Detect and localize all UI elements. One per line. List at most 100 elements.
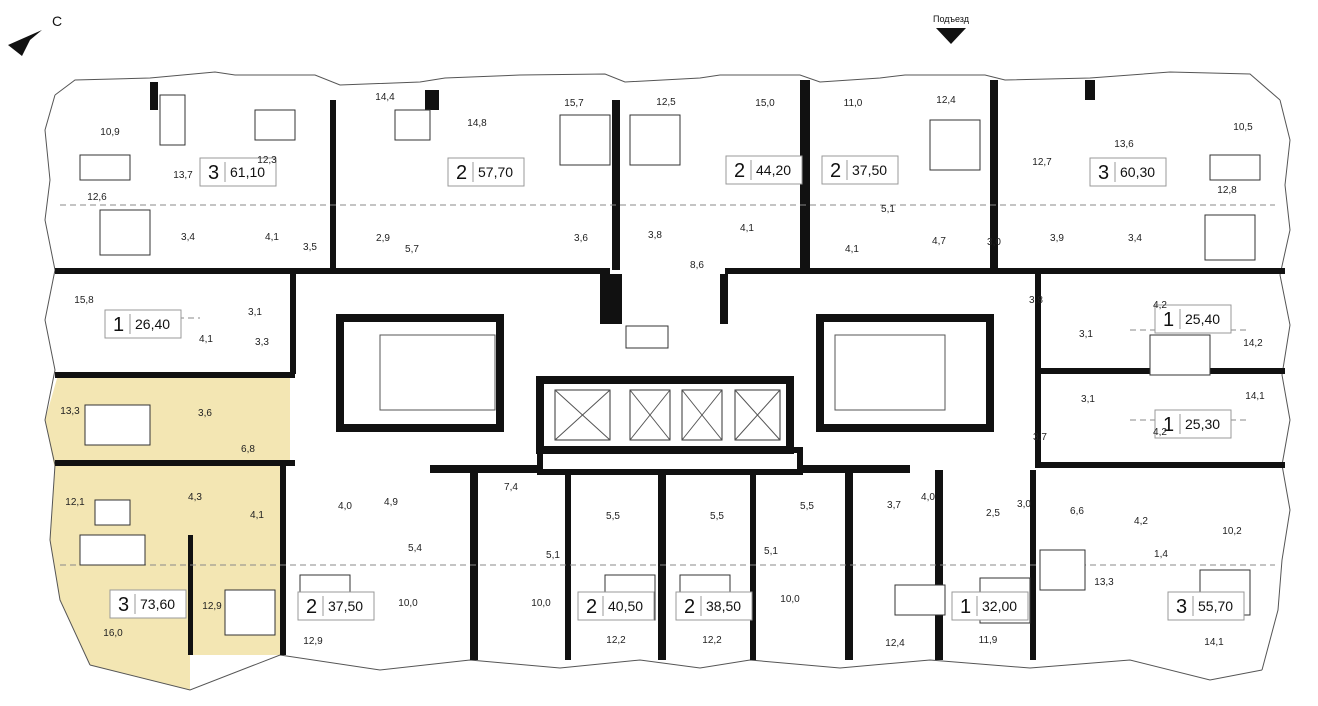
room-area-label: 10,0 [531, 598, 551, 609]
apartment-rooms: 2 [456, 162, 467, 184]
room-area-label: 4,0 [338, 501, 352, 512]
room-area-label: 5,1 [764, 546, 778, 557]
room-area-label: 6,6 [1070, 506, 1084, 517]
apartment-area: 55,70 [1198, 598, 1233, 614]
compass: С [8, 13, 62, 56]
room-area-label: 14,1 [1204, 637, 1224, 648]
room-area-label: 3,4 [1128, 233, 1142, 244]
room-area-label: 13,6 [1114, 139, 1134, 150]
room-area-label: 10,0 [780, 594, 800, 605]
room-area-label: 2,5 [986, 508, 1000, 519]
room-area-label: 3,5 [303, 242, 317, 253]
apartment-rooms: 1 [1163, 309, 1174, 331]
apartment-area: 44,20 [756, 162, 791, 178]
room-area-label: 10,2 [1222, 526, 1242, 537]
room-area-label: 3,0 [1017, 499, 1031, 510]
apartment-badge-box [675, 591, 753, 621]
room-area-label: 12,9 [202, 601, 222, 612]
room-area-label: 11,0 [844, 98, 863, 109]
apartment-area: 60,30 [1120, 164, 1155, 180]
room-area-label: 2,9 [376, 233, 390, 244]
apartment-badge-box [951, 591, 1029, 621]
apartment-area: 61,10 [230, 164, 265, 180]
room-area-label: 3,8 [648, 230, 662, 241]
apartment-rooms: 1 [113, 314, 124, 336]
room-area-label: 1,4 [1154, 549, 1168, 560]
apartment-badge-box [1154, 304, 1232, 334]
room-area-label: 10,5 [1233, 122, 1253, 133]
apartment-area: 38,50 [706, 598, 741, 614]
room-area-label: 4,1 [250, 510, 264, 521]
room-area-label: 14,1 [1245, 391, 1265, 402]
room-area-label: 12,3 [257, 155, 277, 166]
room-area-label: 12,9 [303, 636, 323, 647]
room-area-label: 3,6 [574, 233, 588, 244]
apartment-badge-box [109, 589, 187, 619]
room-area-label: 5,7 [405, 244, 419, 255]
room-area-label: 12,4 [936, 95, 956, 106]
room-area-label: 13,3 [1094, 577, 1114, 588]
apartment-area: 25,30 [1185, 416, 1220, 432]
apartment-area: 25,40 [1185, 311, 1220, 327]
apartment-rooms: 3 [118, 594, 129, 616]
room-area-label: 3,9 [1050, 233, 1064, 244]
room-area-label: 4,2 [1153, 300, 1167, 311]
room-area-label: 3,1 [248, 307, 262, 318]
room-area-label: 5,5 [710, 511, 724, 522]
apartment-area: 26,40 [135, 316, 170, 332]
room-area-label: 8,6 [690, 260, 704, 271]
room-area-label: 3,1 [1081, 394, 1095, 405]
apartment-rooms: 1 [1163, 414, 1174, 436]
room-area-label: 4,9 [384, 497, 398, 508]
apartment-badge-box [725, 155, 803, 185]
room-area-label: 12,2 [702, 635, 722, 646]
apartment-rooms: 2 [734, 160, 745, 182]
room-area-label: 5,5 [606, 511, 620, 522]
room-area-label: 3,3 [255, 337, 269, 348]
building-core [336, 314, 994, 475]
room-area-label: 12,1 [65, 497, 85, 508]
room-area-label: 13,3 [60, 406, 80, 417]
apartment-badge-box [577, 591, 655, 621]
room-area-label: 14,8 [467, 118, 487, 129]
room-area-label: 16,0 [103, 628, 123, 639]
room-area-label: 5,1 [881, 204, 895, 215]
room-area-label: 13,7 [173, 170, 193, 181]
apartment-area: 32,00 [982, 598, 1017, 614]
north-arrow-icon [8, 30, 42, 56]
entrance-label: Подъезд [933, 14, 970, 24]
room-area-label: 10,9 [100, 127, 120, 138]
room-area-label: 12,4 [885, 638, 905, 649]
room-area-label: 3,6 [198, 408, 212, 419]
apartment-badge-box [104, 309, 182, 339]
apartment-area: 37,50 [852, 162, 887, 178]
room-area-label: 12,2 [606, 635, 626, 646]
room-area-label: 15,0 [755, 98, 775, 109]
apartment-badge-box [199, 157, 277, 187]
accessibility-icon [625, 325, 669, 349]
apartment-rooms: 2 [684, 596, 695, 618]
entrance-marker: Подъезд [933, 14, 970, 44]
apartment-badge-box [821, 155, 899, 185]
room-area-label: 4,2 [1153, 427, 1167, 438]
apartment-area: 37,50 [328, 598, 363, 614]
apartment-rooms: 1 [960, 596, 971, 618]
apartment-area: 40,50 [608, 598, 643, 614]
room-area-label: 4,2 [1134, 516, 1148, 527]
